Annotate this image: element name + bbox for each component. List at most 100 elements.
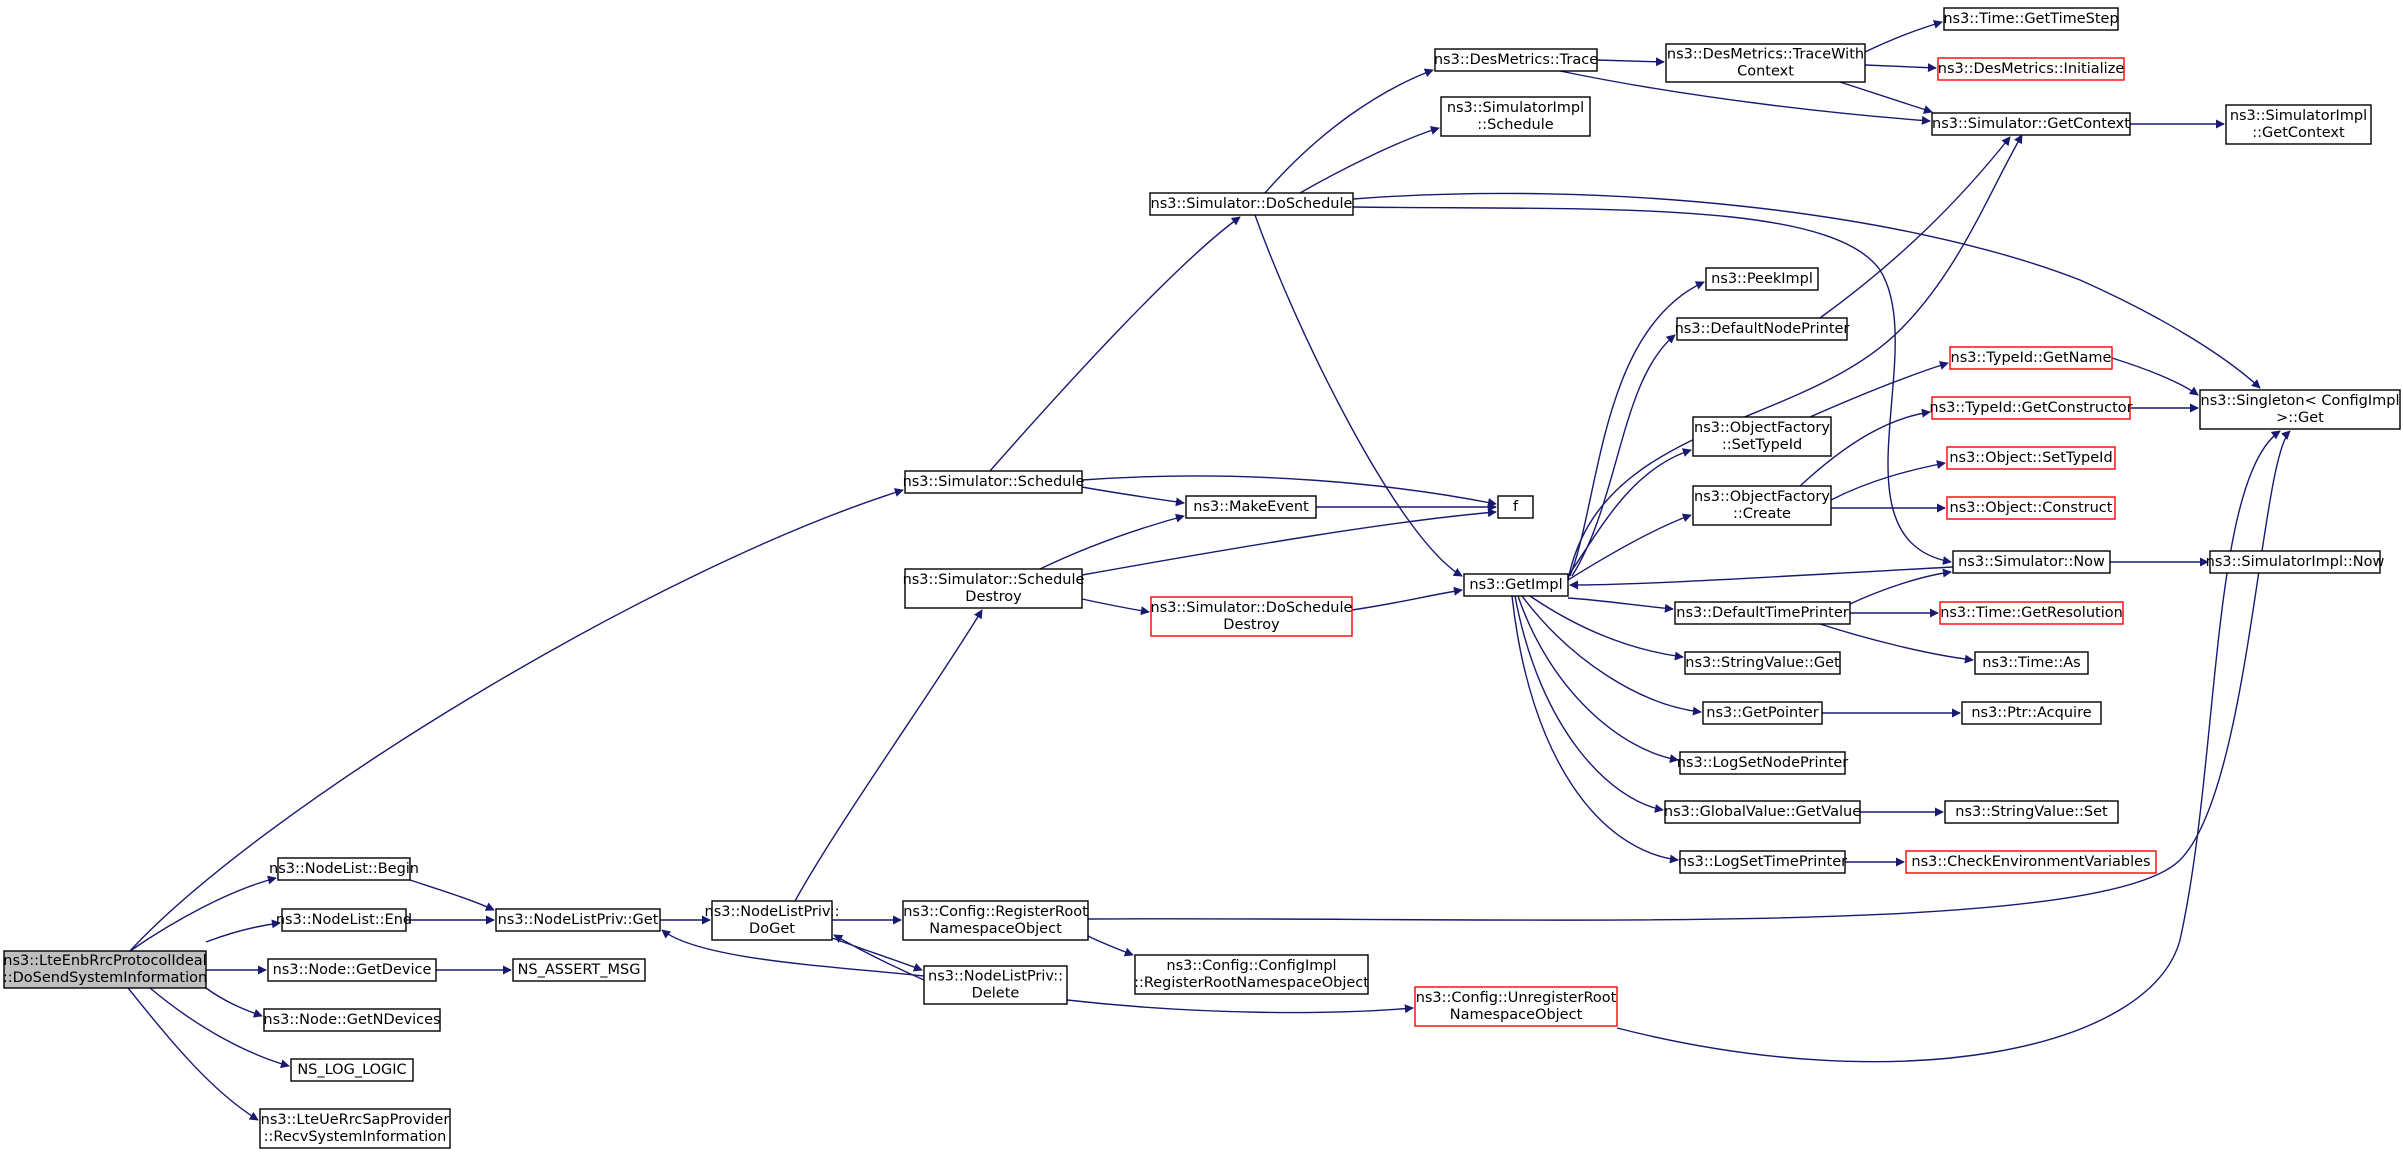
node-sim_schedule[interactable]: ns3::Simulator::Schedule bbox=[903, 470, 1085, 494]
node-f[interactable]: f bbox=[1497, 495, 1534, 519]
node-recv_sysinfo[interactable]: ns3::LteUeRrcSapProvider::RecvSystemInfo… bbox=[259, 1108, 451, 1149]
node-label: ns3::GetPointer bbox=[1706, 705, 1819, 721]
edge-sim_doschedule_destroy-to-get_impl bbox=[1351, 586, 1463, 611]
node-sim_now[interactable]: ns3::Simulator::Now bbox=[1952, 550, 2111, 574]
node-cfg_impl_register[interactable]: ns3::Config::ConfigImpl::RegisterRootNam… bbox=[1134, 954, 1369, 995]
node-cfg_register[interactable]: ns3::Config::RegisterRootNamespaceObject bbox=[902, 900, 1089, 941]
node-stringvalue_get[interactable]: ns3::StringValue::Get bbox=[1684, 651, 1841, 675]
node-nl_begin[interactable]: ns3::NodeList::Begin bbox=[269, 857, 419, 881]
node-label: ns3::SimulatorImpl bbox=[2230, 108, 2367, 124]
edge-root-to-recv_sysinfo bbox=[127, 987, 259, 1121]
node-box bbox=[1943, 7, 2119, 31]
node-box bbox=[1674, 601, 1851, 625]
node-label: ns3::DesMetrics::TraceWith bbox=[1667, 47, 1864, 63]
node-node_getdevice[interactable]: ns3::Node::GetDevice bbox=[267, 958, 437, 982]
node-box bbox=[290, 1058, 414, 1082]
node-box bbox=[1944, 800, 2119, 824]
node-ns_log_logic[interactable]: NS_LOG_LOGIC bbox=[290, 1058, 414, 1082]
edge-nlp_delete-to-nlp_doget bbox=[833, 934, 925, 981]
node-log_set_node_printer[interactable]: ns3::LogSetNodePrinter bbox=[1677, 751, 1849, 775]
node-label: ns3::Time::As bbox=[1982, 655, 2080, 671]
node-peek_impl[interactable]: ns3::PeekImpl bbox=[1705, 267, 1819, 291]
edge-nlp_delete-to-nlp_get bbox=[661, 929, 925, 977]
call-edges bbox=[127, 19, 2291, 1121]
node-label: ns3::LteUeRrcSapProvider bbox=[261, 1112, 450, 1128]
edge-default_node_printer-to-sim_getcontext bbox=[1819, 136, 2011, 319]
node-default_node_printer[interactable]: ns3::DefaultNodePrinter bbox=[1675, 317, 1850, 341]
node-nlp_get[interactable]: ns3::NodeListPriv::Get bbox=[495, 908, 661, 932]
node-time_as[interactable]: ns3::Time::As bbox=[1974, 651, 2089, 675]
node-label: ns3::TypeId::GetName bbox=[1951, 350, 2112, 366]
edge-des_trace-to-des_trace_ctx bbox=[1596, 57, 1665, 67]
node-box bbox=[902, 900, 1089, 941]
node-sim_getcontext[interactable]: ns3::Simulator::GetContext bbox=[1931, 112, 2131, 136]
node-box bbox=[1692, 416, 1832, 457]
node-label: Delete bbox=[972, 986, 1020, 1002]
node-object_settypeid[interactable]: ns3::Object::SetTypeId bbox=[1946, 446, 2116, 470]
node-default_time_printer[interactable]: ns3::DefaultTimePrinter bbox=[1674, 601, 1851, 625]
node-time_getresolution[interactable]: ns3::Time::GetResolution bbox=[1939, 601, 2124, 625]
edge-get_impl-to-sim_getcontext bbox=[1567, 134, 2023, 581]
edge-cfg_register-to-cfg_impl_register bbox=[1087, 935, 1134, 957]
node-label: ns3::Simulator::Schedule bbox=[903, 474, 1085, 490]
node-box bbox=[1664, 800, 1861, 824]
node-nlp_doget[interactable]: ns3::NodeListPriv::DoGet bbox=[705, 900, 840, 941]
node-label: ns3::StringValue::Get bbox=[1685, 655, 1840, 671]
node-simimpl_schedule[interactable]: ns3::SimulatorImpl::Schedule bbox=[1440, 96, 1591, 137]
node-box bbox=[1937, 57, 2125, 81]
node-box bbox=[904, 568, 1083, 609]
node-des_initialize[interactable]: ns3::DesMetrics::Initialize bbox=[1937, 57, 2125, 81]
node-get_pointer[interactable]: ns3::GetPointer bbox=[1702, 701, 1823, 725]
node-typeid_getname[interactable]: ns3::TypeId::GetName bbox=[1949, 346, 2113, 370]
node-singleton_get[interactable]: ns3::Singleton< ConfigImpl>::Get bbox=[2199, 389, 2401, 430]
edge-default_time_printer-to-time_as bbox=[1819, 623, 1974, 664]
node-box bbox=[495, 908, 661, 932]
node-check_env_vars[interactable]: ns3::CheckEnvironmentVariables bbox=[1905, 850, 2157, 874]
node-get_impl[interactable]: ns3::GetImpl bbox=[1463, 573, 1569, 597]
node-simimpl_getcontext[interactable]: ns3::SimulatorImpl::GetContext bbox=[2225, 104, 2372, 145]
edge-sim_doschedule-to-sim_now bbox=[1352, 206, 1952, 565]
node-box bbox=[267, 958, 437, 982]
node-gv_getvalue[interactable]: ns3::GlobalValue::GetValue bbox=[1664, 800, 1861, 824]
node-label: ns3::ObjectFactory bbox=[1694, 420, 1830, 436]
node-label: ns3::DefaultNodePrinter bbox=[1675, 321, 1850, 337]
edge-get_impl-to-gv_getvalue bbox=[1514, 595, 1664, 813]
node-nlp_delete[interactable]: ns3::NodeListPriv::Delete bbox=[923, 965, 1068, 1005]
edge-des_trace_ctx-to-time_gettimestep bbox=[1864, 19, 1943, 53]
node-ptr_acquire[interactable]: ns3::Ptr::Acquire bbox=[1961, 701, 2102, 725]
node-ns_assert[interactable]: NS_ASSERT_MSG bbox=[512, 958, 646, 982]
node-cfg_unregister[interactable]: ns3::Config::UnregisterRootNamespaceObje… bbox=[1414, 986, 1618, 1027]
node-nl_end[interactable]: ns3::NodeList::End bbox=[276, 908, 412, 932]
node-stringvalue_set[interactable]: ns3::StringValue::Set bbox=[1944, 800, 2119, 824]
node-box bbox=[1434, 48, 1598, 72]
node-node_getndevices[interactable]: ns3::Node::GetNDevices bbox=[263, 1008, 441, 1032]
node-root: ns3::LteEnbRrcProtocolIdeal::DoSendSyste… bbox=[3, 950, 207, 989]
node-label: >::Get bbox=[2276, 410, 2324, 426]
node-label: ns3::StringValue::Set bbox=[1955, 804, 2108, 820]
node-box bbox=[711, 900, 833, 941]
node-box bbox=[1414, 986, 1618, 1027]
edge-sim_sched_destroy-to-make_event bbox=[1039, 513, 1185, 570]
node-label: ns3::DesMetrics::Initialize bbox=[1938, 61, 2125, 77]
node-box bbox=[2209, 550, 2381, 574]
node-make_event[interactable]: ns3::MakeEvent bbox=[1185, 495, 1317, 519]
node-label: ns3::NodeListPriv:: bbox=[705, 904, 840, 920]
node-des_trace[interactable]: ns3::DesMetrics::Trace bbox=[1434, 48, 1598, 72]
edge-sim_schedule-to-make_event bbox=[1081, 486, 1185, 507]
node-label: ns3::Config::ConfigImpl bbox=[1166, 958, 1336, 974]
node-box bbox=[1185, 495, 1317, 519]
node-of_settypeid[interactable]: ns3::ObjectFactory::SetTypeId bbox=[1692, 416, 1832, 457]
node-log_set_time_printer[interactable]: ns3::LogSetTimePrinter bbox=[1678, 850, 1847, 874]
node-label: ns3::NodeListPriv:: bbox=[928, 969, 1063, 985]
node-simimpl_now[interactable]: ns3::SimulatorImpl::Now bbox=[2206, 550, 2385, 574]
node-sim_doschedule[interactable]: ns3::Simulator::DoSchedule bbox=[1149, 192, 1354, 216]
node-time_gettimestep[interactable]: ns3::Time::GetTimeStep bbox=[1943, 7, 2119, 31]
node-object_construct[interactable]: ns3::Object::Construct bbox=[1946, 496, 2116, 520]
node-of_create[interactable]: ns3::ObjectFactory::Create bbox=[1692, 485, 1832, 526]
node-box bbox=[1684, 651, 1841, 675]
node-typeid_getconstructor[interactable]: ns3::TypeId::GetConstructor bbox=[1929, 396, 2133, 420]
